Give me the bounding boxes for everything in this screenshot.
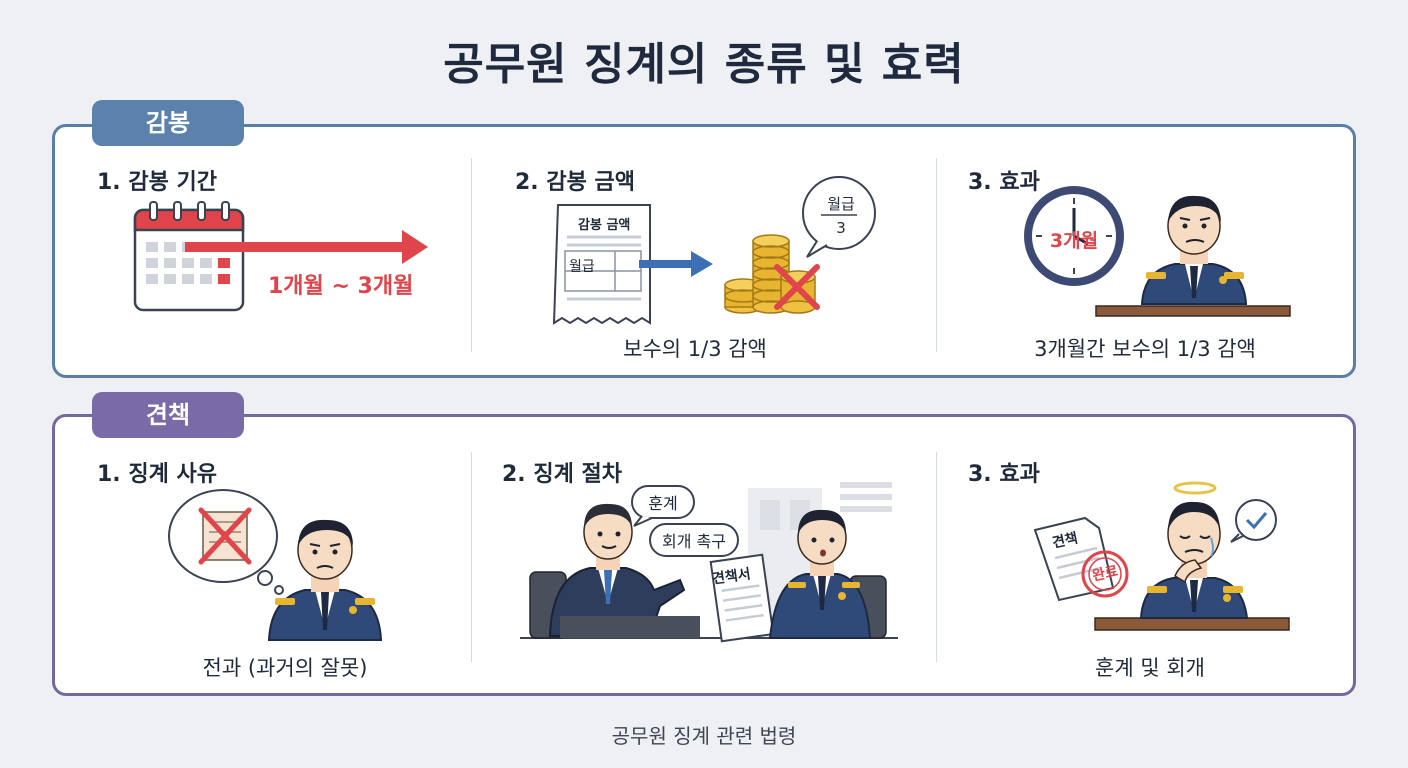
superior-icon xyxy=(529,503,700,639)
document-icon xyxy=(709,553,775,643)
calendar-icon xyxy=(133,201,245,312)
pay-cut-amount-heading: 2. 감봉 금액 xyxy=(515,170,635,195)
procedure-illustration xyxy=(520,482,898,643)
blue-arrow-icon xyxy=(639,251,713,277)
fraction-numerator: 월급 xyxy=(827,195,855,213)
footer-source: 공무원 징계 관련 법령 xyxy=(611,724,797,748)
reason-caption: 전과 (과거의 잘못) xyxy=(202,656,368,680)
officer-icon xyxy=(1095,195,1291,317)
halo-icon xyxy=(1173,481,1217,495)
pay-slip-illustration xyxy=(552,176,876,325)
page-title: 공무원 징계의 종류 및 효력 xyxy=(443,39,965,90)
speech-bubbles xyxy=(631,485,739,557)
officer-icon xyxy=(267,519,383,641)
officer-icon xyxy=(1094,501,1290,631)
divider xyxy=(936,452,937,662)
bubble-admonish: 훈계 xyxy=(648,494,678,513)
bubble-repent: 회개 촉구 xyxy=(662,532,726,551)
divider xyxy=(471,452,472,662)
stamp-icon xyxy=(1081,550,1129,598)
reprimand-tag: 견책 xyxy=(92,392,244,438)
clock-label: 3개월 xyxy=(1049,230,1099,252)
reflecting-officer-illustration xyxy=(1033,481,1290,631)
officer-icon xyxy=(768,509,887,639)
cross-icon xyxy=(774,264,820,310)
pay-cut-amount-caption: 보수의 1/3 감액 xyxy=(623,337,767,361)
period-range-label: 1개월 ~ 3개월 xyxy=(268,274,414,299)
check-bubble-icon xyxy=(1230,499,1277,543)
coins-icon xyxy=(724,234,816,314)
thinking-officer-illustration xyxy=(168,489,383,641)
reprimand-effect-heading: 3. 효과 xyxy=(968,462,1040,487)
divider xyxy=(471,158,472,352)
clock-officer-illustration xyxy=(1024,186,1291,317)
pay-cut-tag: 감봉 xyxy=(92,100,244,146)
pay-cut-effect-caption: 3개월간 보수의 1/3 감액 xyxy=(1034,337,1256,361)
arrow-icon xyxy=(185,230,428,264)
fraction-bubble xyxy=(802,176,876,258)
fraction-denominator: 3 xyxy=(836,219,846,237)
pay-cut-effect-heading: 3. 효과 xyxy=(968,170,1040,195)
document-icon xyxy=(552,204,651,325)
thought-bubble xyxy=(168,489,284,595)
calendar-arrow-illustration xyxy=(133,201,428,312)
doc-title: 감봉 금액 xyxy=(578,218,631,233)
reason-heading: 1. 징계 사유 xyxy=(97,462,217,487)
reprimand-effect-caption: 훈계 및 회개 xyxy=(1095,656,1205,680)
divider xyxy=(936,158,937,352)
clock-icon xyxy=(1024,186,1124,286)
pay-cut-period-heading: 1. 감봉 기간 xyxy=(97,170,217,195)
doc-row-label: 월급 xyxy=(569,259,595,275)
procedure-heading: 2. 징계 절차 xyxy=(502,462,622,487)
